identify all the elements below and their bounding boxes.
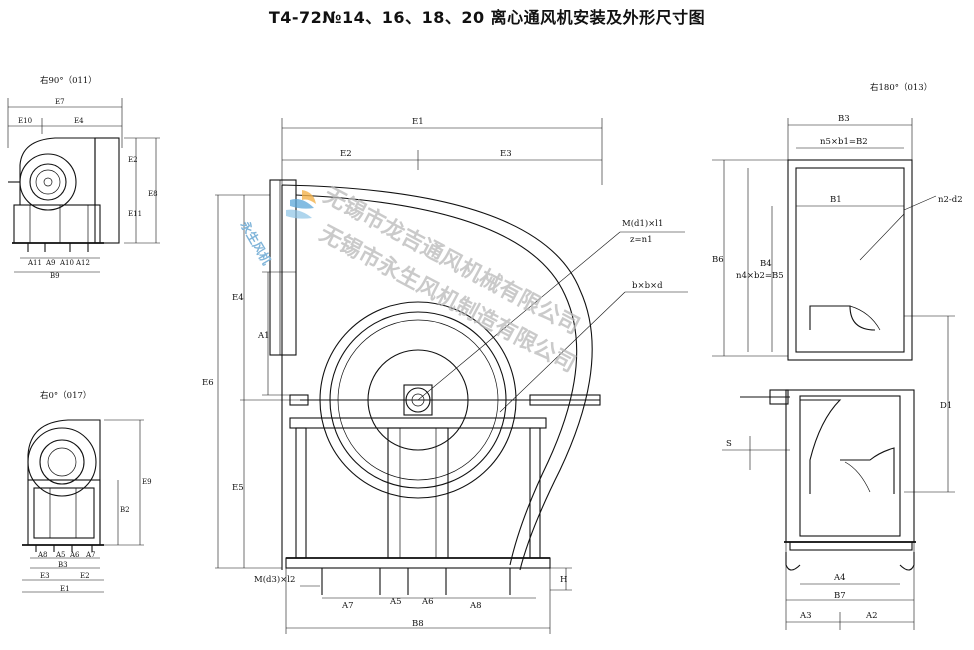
label-E7-top: E7 — [55, 98, 65, 106]
label-E5: E5 — [232, 483, 244, 493]
label-B1: B1 — [830, 195, 842, 205]
label-A7-left: A7 — [85, 551, 96, 559]
label-E2-left: E2 — [80, 572, 90, 580]
label-A9: A9 — [45, 259, 56, 267]
label-A5-main: A5 — [389, 597, 402, 607]
view-right-90: 右90°（011） E7 E10 E4 E2 E11 E8 — [7, 75, 160, 280]
label-E10: E10 — [18, 117, 32, 125]
label-B3-left: B3 — [58, 561, 68, 569]
view-label-right0: 右0°（017） — [40, 390, 91, 401]
label-E3-left: E3 — [40, 572, 50, 580]
label-H: H — [560, 575, 567, 585]
label-E8: E8 — [148, 190, 158, 198]
view-right-0: 右0°（017） E9 B2 A8 A5 A6 A7 B3 E3 E2 E1 — [22, 390, 152, 593]
label-A6-left: A6 — [69, 551, 80, 559]
label-D1: D1 — [940, 401, 952, 411]
watermark: 永生风机 无锡市龙吉通风机械有限公司 无锡市永生风机制造有限公司 — [237, 182, 584, 377]
label-z-n1: z=n1 — [630, 235, 652, 245]
label-n2-d2: n2-d2 — [938, 195, 963, 205]
label-B3-right: B3 — [838, 114, 850, 124]
view-main: E1 E2 E3 — [202, 117, 688, 634]
label-E4-small: E4 — [74, 117, 84, 125]
label-n5b1: n5×b1=B2 — [820, 137, 868, 147]
label-A7-main: A7 — [341, 601, 354, 611]
label-S: S — [726, 439, 732, 449]
label-B2-v: B2 — [120, 506, 130, 514]
label-n4b2: n4×b2=B5 — [736, 271, 784, 281]
label-A10: A10 — [59, 259, 74, 267]
label-E6: E6 — [202, 378, 214, 388]
label-M-d3: M(d3)×l2 — [254, 574, 295, 585]
label-E2-v: E2 — [128, 156, 138, 164]
view-right-180: 右180°（013） B3 n5×b1=B2 B1 B6 n4×b2= — [712, 82, 963, 630]
label-bxbxd: b×b×d — [632, 281, 663, 291]
label-B8: B8 — [412, 619, 424, 629]
label-B9: B9 — [50, 272, 60, 280]
label-A8-main: A8 — [469, 601, 482, 611]
label-E9: E9 — [142, 478, 152, 486]
label-A2: A2 — [865, 611, 878, 621]
label-A1: A1 — [257, 331, 270, 341]
label-E1-left: E1 — [60, 585, 70, 593]
label-E4-main: E4 — [232, 293, 244, 303]
label-B7: B7 — [834, 591, 846, 601]
label-A5-left: A5 — [55, 551, 66, 559]
label-A4: A4 — [833, 573, 846, 583]
label-B6: B6 — [712, 255, 724, 265]
label-M-d1: M(d1)×l1 — [622, 218, 663, 229]
label-A12: A12 — [75, 259, 90, 267]
view-label-right90: 右90°（011） — [40, 75, 97, 86]
label-E1-main: E1 — [412, 117, 424, 127]
label-E3-main: E3 — [500, 149, 512, 159]
view-label-right180: 右180°（013） — [870, 82, 932, 93]
label-A3: A3 — [799, 611, 812, 621]
watermark-logo-text: 永生风机 — [237, 217, 274, 267]
label-E11: E11 — [128, 210, 142, 218]
page-title: T4-72№14、16、18、20 离心通风机安装及外形尺寸图 — [268, 8, 706, 27]
label-A6-main: A6 — [421, 597, 434, 607]
label-B4: B4 — [760, 259, 772, 269]
label-A11: A11 — [27, 259, 42, 267]
logo-mark — [286, 190, 316, 219]
label-A8-left: A8 — [37, 551, 48, 559]
label-E2-main: E2 — [340, 149, 352, 159]
